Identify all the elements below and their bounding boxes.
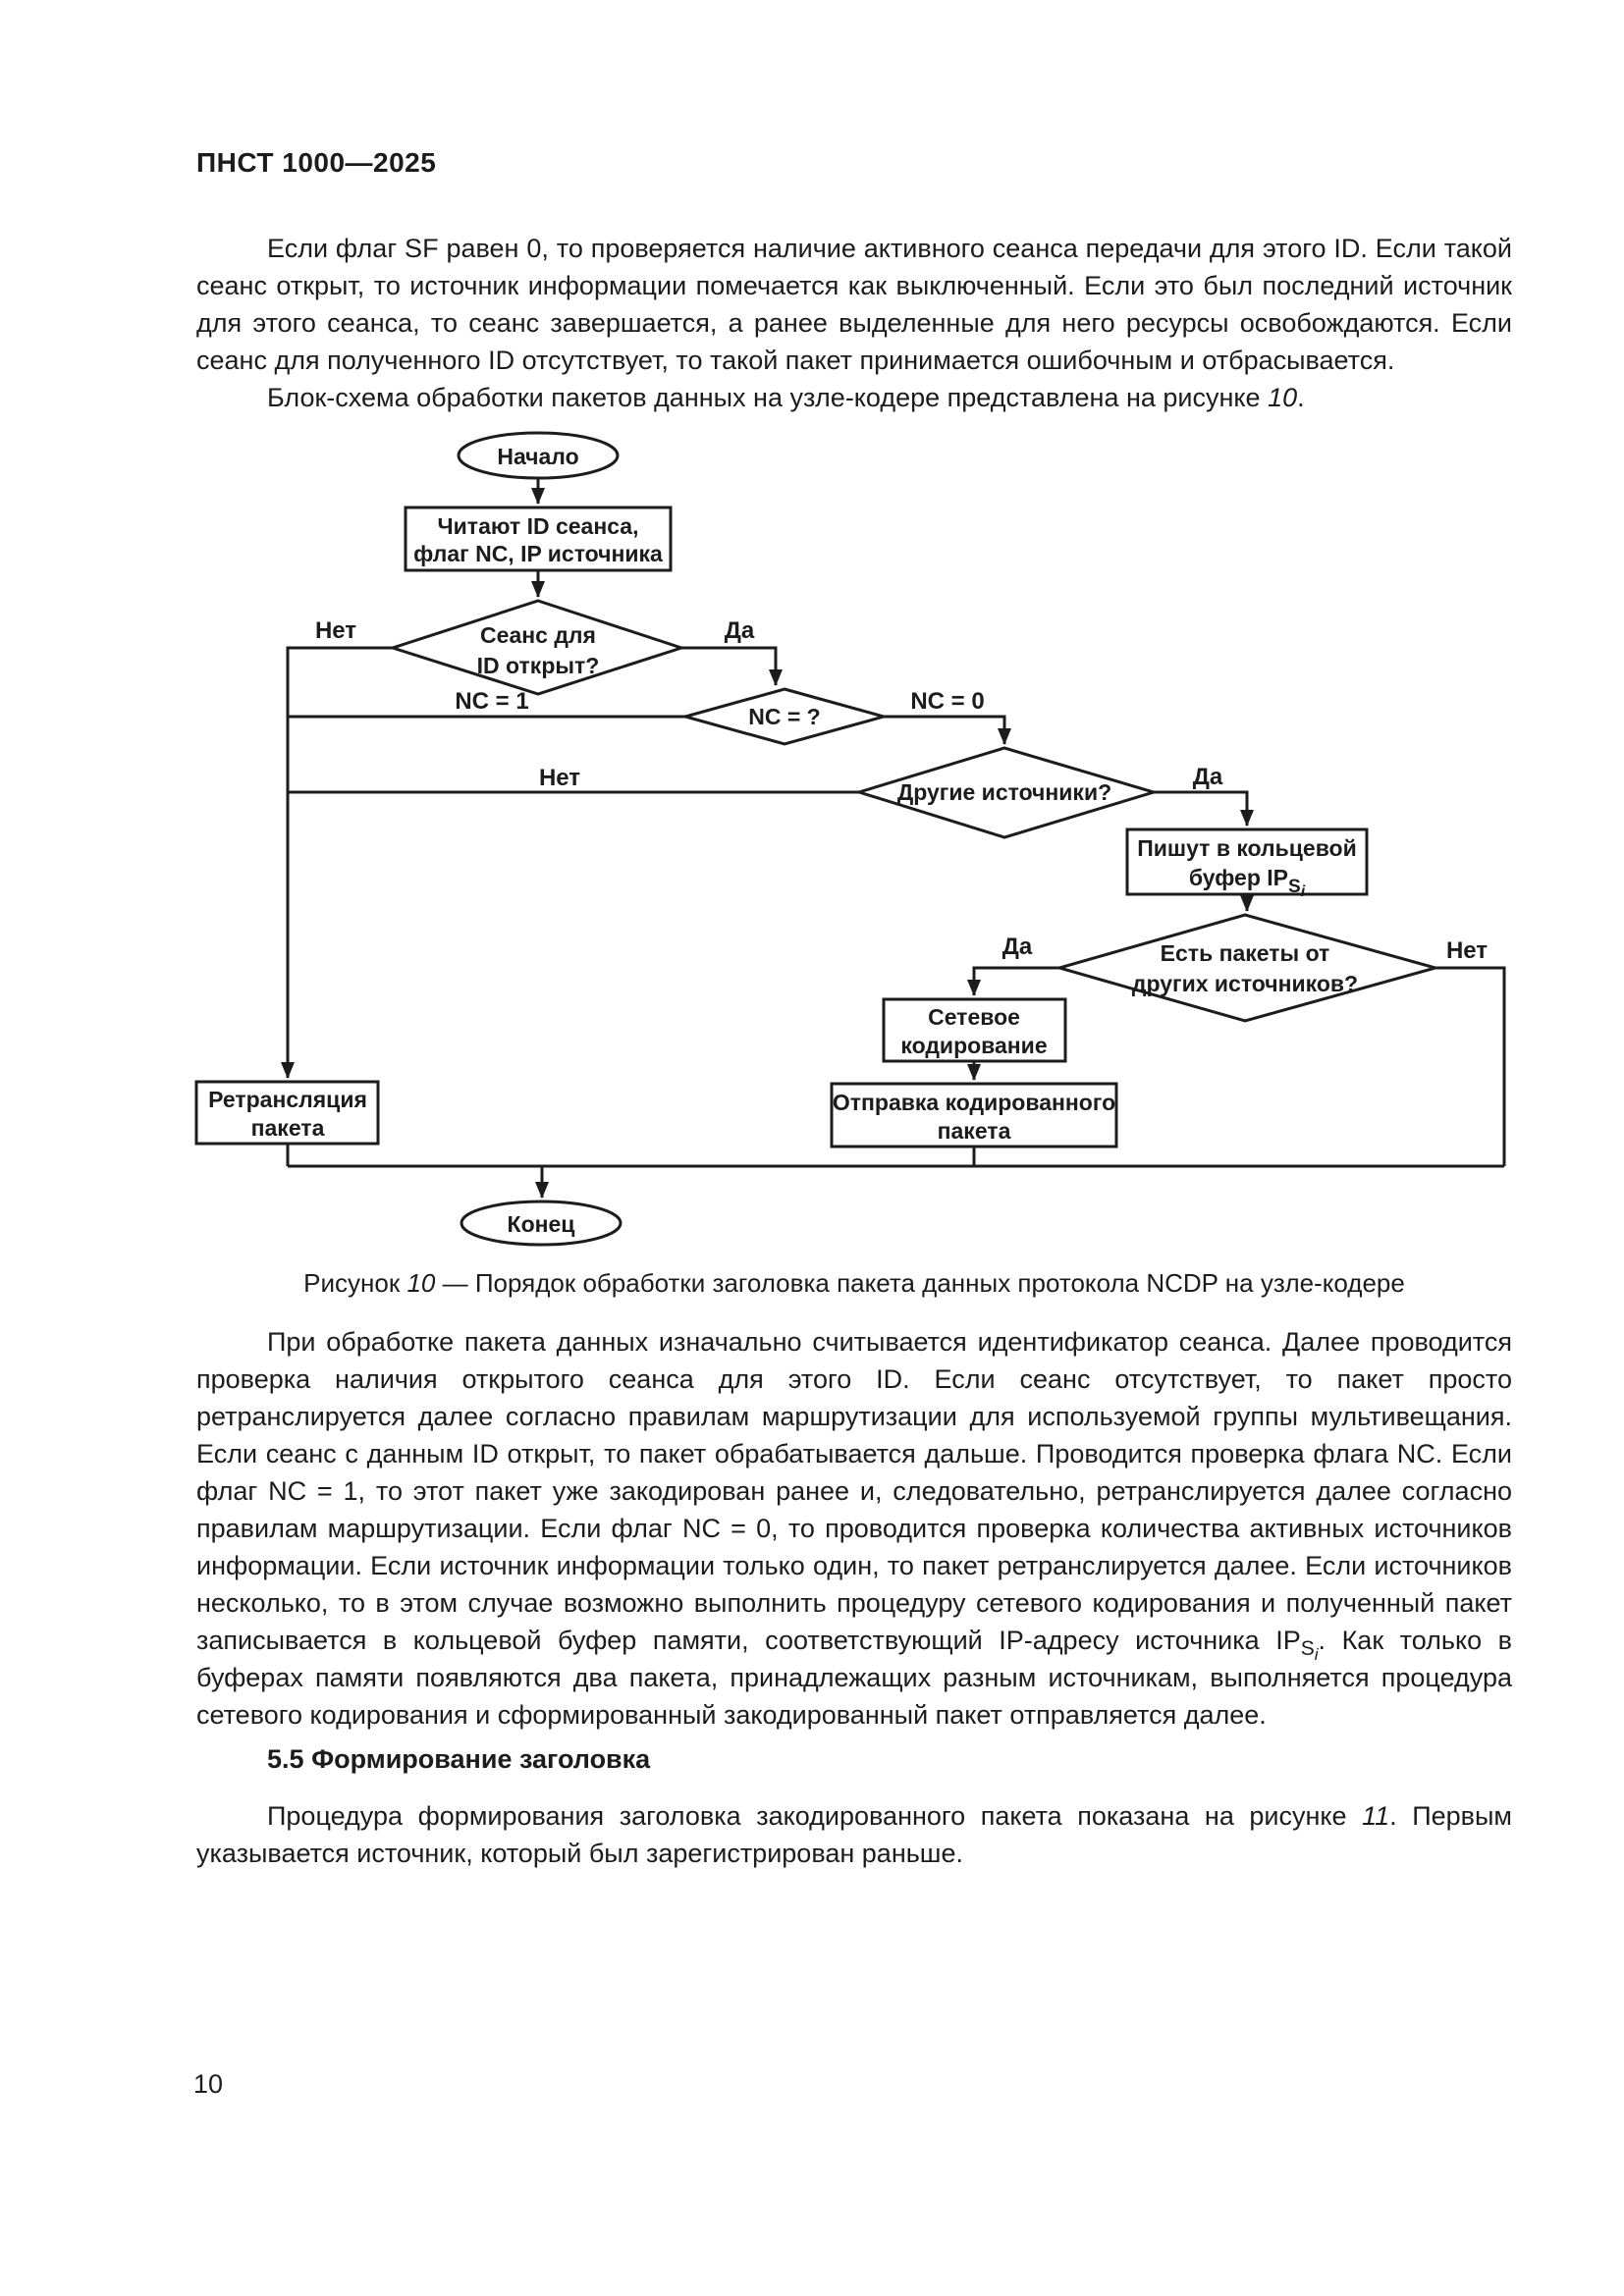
code-label-line2: кодирование bbox=[900, 1033, 1047, 1058]
write-buffer-process bbox=[1125, 828, 1369, 896]
session-label-line1: Сеанс для bbox=[480, 622, 596, 648]
network-coding-process bbox=[882, 997, 1067, 1063]
figure-reference-paragraph: Блок-схема обработки пакетов данных на у… bbox=[267, 383, 1305, 412]
figure-number-reference: 10 bbox=[1268, 383, 1298, 412]
body-text: При обработке пакета данных изначально с… bbox=[196, 1323, 1512, 1734]
session-open-decision bbox=[388, 599, 686, 696]
closing-paragraph: Процедура формирования заголовка закодир… bbox=[196, 1801, 1512, 1868]
other-sources-label: Другие источники? bbox=[897, 779, 1111, 805]
intro-paragraph: Если флаг SF равен 0, то проверяется нал… bbox=[196, 234, 1512, 375]
body-paragraph: При обработке пакета данных изначально с… bbox=[196, 1327, 1512, 1730]
edge-session-no-rail bbox=[281, 646, 393, 1079]
write-label-line1: Пишут в кольцевой bbox=[1137, 835, 1357, 861]
closing-text: Процедура формирования заголовка закодир… bbox=[196, 1797, 1512, 1872]
ip-subscript: Si bbox=[1300, 1637, 1319, 1664]
figure-caption: Рисунок 10 — Порядок обработки заголовка… bbox=[303, 1268, 1405, 1298]
edge-packets-no bbox=[1435, 966, 1506, 1166]
nc-equals-1-label: NC = 1 bbox=[455, 688, 528, 715]
nc-decision-label: NC = ? bbox=[748, 704, 820, 729]
figure-caption-number: 10 bbox=[406, 1268, 436, 1298]
relay-label-line1: Ретрансляция bbox=[208, 1087, 367, 1112]
session-yes-label: Да bbox=[725, 617, 755, 644]
document-header: ПНСТ 1000—2025 bbox=[196, 147, 437, 178]
packets-label-line2: других источников? bbox=[1132, 971, 1358, 996]
packets-label-line1: Есть пакеты от bbox=[1161, 940, 1330, 966]
code-label-line1: Сетевое bbox=[928, 1004, 1020, 1030]
page-number: 10 bbox=[193, 2069, 224, 2099]
nc-equals-0-label: NC = 0 bbox=[910, 688, 984, 715]
start-label: Начало bbox=[497, 444, 578, 469]
edge-other-yes bbox=[1154, 790, 1254, 827]
closing-figure-number: 11 bbox=[1362, 1801, 1390, 1831]
relay-label-line2: пакета bbox=[251, 1115, 325, 1141]
section-title: Формирование заголовка bbox=[311, 1744, 651, 1774]
packets-no-label: Нет bbox=[1446, 937, 1488, 964]
section-heading: 5.5 Формирование заголовка bbox=[196, 1744, 1512, 1775]
read-packet-process bbox=[404, 506, 673, 572]
edge-session-yes bbox=[681, 646, 783, 686]
send-label-line2: пакета bbox=[938, 1118, 1011, 1144]
send-packet-process bbox=[830, 1082, 1118, 1148]
send-label-line1: Отправка кодированного bbox=[833, 1090, 1115, 1115]
end-terminator bbox=[460, 1200, 623, 1247]
edge-nc0 bbox=[884, 715, 1011, 745]
intro-text: Если флаг SF равен 0, то проверяется нал… bbox=[196, 230, 1512, 416]
packets-available-decision bbox=[1054, 913, 1441, 1023]
read-label-line2: флаг NC, IP источника bbox=[413, 541, 663, 566]
session-label-line2: ID открыт? bbox=[477, 653, 600, 678]
end-label: Конец bbox=[508, 1211, 575, 1237]
session-no-label: Нет bbox=[315, 617, 356, 644]
other-sources-yes-label: Да bbox=[1193, 764, 1223, 790]
write-label-line2: буфер IPSi bbox=[1189, 865, 1306, 900]
packets-yes-label: Да bbox=[1002, 934, 1033, 960]
other-sources-no-label: Нет bbox=[539, 765, 580, 791]
read-label-line1: Читают ID сеанса, bbox=[438, 513, 639, 539]
nc-flag-decision bbox=[679, 687, 890, 746]
edge-packets-yes bbox=[967, 966, 1059, 996]
relay-packet-process bbox=[194, 1080, 380, 1146]
start-terminator bbox=[457, 431, 620, 480]
section-number: 5.5 bbox=[267, 1744, 304, 1774]
other-sources-decision bbox=[853, 746, 1160, 839]
